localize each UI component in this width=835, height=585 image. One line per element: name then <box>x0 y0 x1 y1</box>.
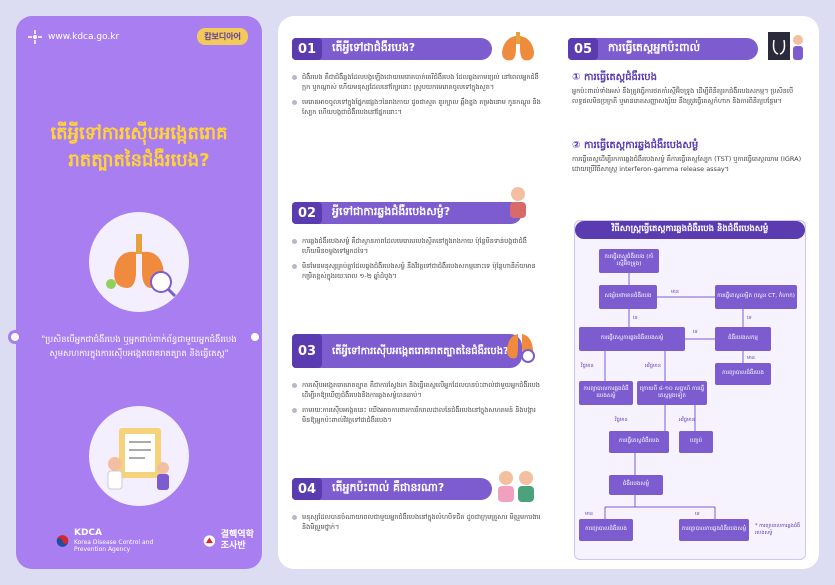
list-item: តាមរយៈការស៊ើបអង្កេតនេះ យើងអាចការពារការរី… <box>292 405 542 426</box>
section-title: អ្វីទៅជាការឆ្លងជំងឺរបេងសម្ងំ? <box>332 205 451 218</box>
section-01-bullets: ជំងឺរបេង គឺជាជំងឺឆ្លងដែលបង្កឡើងដោយមេរោគប… <box>292 72 542 122</box>
edge-label-yes: មាន <box>585 511 593 517</box>
lungs-magnifier-icon <box>507 334 535 363</box>
flow-node-end: បញ្ចប់ <box>679 431 713 453</box>
section-title: តើអ្នកប៉ះពាល់ គឺជានរណា? <box>332 481 445 494</box>
section-number: 04 <box>292 478 322 500</box>
url-text: www.kdca.go.kr <box>48 32 120 42</box>
flow-node-active-tb: ជំងឺរបេងសកម្ម <box>715 327 771 351</box>
xray-icon <box>768 32 803 60</box>
flowchart-note: * ការព្យាបាលការឆ្លងជំងឺរបេងសម្ងំ <box>755 523 801 536</box>
section-04-bullets: មនុស្សដែលបានចំណាយពេលជាមួយអ្នកជំងឺរបេងនៅក… <box>292 512 542 537</box>
flow-node-tb-treatment: ការព្យាបាលជំងឺរបេង <box>715 363 771 385</box>
section-title: តើអ្វីទៅជាជំងឺរបេង? <box>332 41 416 54</box>
section-01-header: 01 តើអ្វីទៅជាជំងឺរបេង? <box>292 38 492 60</box>
cover-panel: www.kdca.go.kr 캄보디아어 តើអ្វីទៅការស៊ើបអង្ក… <box>16 16 262 569</box>
sparkle-icon <box>28 30 42 44</box>
cover-title: តើអ្វីទៅការស៊ើបអង្កេតរោគរាតត្បាតនៃជំងឺរប… <box>50 123 228 171</box>
section-title: ការធ្វើតេស្តអ្នកប៉ះពាល់ <box>608 41 701 54</box>
page-dot-right <box>248 330 262 344</box>
flow-node-latent-tb: ជំងឺរបេងសម្ងំ <box>609 475 663 495</box>
edge-label-no: ទេ <box>693 329 698 335</box>
flow-node-suspected: សង្ស័យថាមានជំងឺរបេង <box>599 285 657 309</box>
edge-label-negative: អវិជ្ជមាន <box>645 363 661 369</box>
list-item: ការឆ្លងជំងឺរបេងសម្ងំ គឺជាស្ថានភាពដែលមេរោ… <box>292 236 542 257</box>
flowchart-title: វិធីសាស្ត្រធ្វើតេស្តការឆ្លងជំងឺរបេង និងជ… <box>575 221 805 239</box>
section-03-bullets: ការស៊ើបអង្កេតរោគរាតត្បាត គឺជាការស្វែងរក … <box>292 380 542 430</box>
section-number: 03 <box>292 334 322 368</box>
section-02-bullets: ការឆ្លងជំងឺរបេងសម្ងំ គឺជាស្ថានភាពដែលមេរោ… <box>292 236 542 286</box>
section-04-header: 04 តើអ្នកប៉ះពាល់ គឺជានរណា? <box>292 478 492 500</box>
language-badge: 캄보디아어 <box>197 28 248 45</box>
two-people-icon <box>498 471 534 502</box>
survey-team-logo: 결핵역학조사반 <box>203 530 262 552</box>
flow-node-latent-treatment-2: ការព្យាបាលការឆ្លងជំងឺរបេងសម្ងំ <box>679 519 749 541</box>
flow-node-detailed-test: ការធ្វើតេស្តលម្អិត (ស្កេន CT, កំហាក) <box>715 285 797 309</box>
kdca-logo: KDCA Korea Disease Control and Preventio… <box>56 528 173 553</box>
section-number: 02 <box>292 202 322 224</box>
edge-label-no: ទេ <box>747 315 752 321</box>
subsection-2-text: ការធ្វើតេស្តដើម្បីរកការឆ្លងជំងឺរបេងសម្ងំ… <box>572 155 802 174</box>
kdca-subtitle: Korea Disease Control and Prevention Age… <box>73 538 154 553</box>
section-number: 01 <box>292 38 322 60</box>
edge-label-negative: អវិជ្ជមាន <box>679 417 695 423</box>
cover-quote: "ប្រសិនបើអ្នកជាជំងឺរបេង ឬអ្នកជាប់ពាក់ព័ន… <box>41 335 237 359</box>
section-title: តើអ្វីទៅការស៊ើបអង្កេតរោគរាតត្បាតនៃជំងឺរប… <box>332 345 509 357</box>
list-item: មេរោគអាចចូលទៅក្នុងផ្នែកផ្សេងៗនៃរាងកាយ ដូ… <box>292 97 542 118</box>
lungs-icon <box>106 234 177 298</box>
list-item: ការស៊ើបអង្កេតរោគរាតត្បាត គឺជាការស្វែងរក … <box>292 380 542 401</box>
doctor-illustration <box>89 406 189 506</box>
flowchart: វិធីសាស្ត្រធ្វើតេស្តការឆ្លងជំងឺរបេង និងជ… <box>574 220 806 560</box>
lungs-icon <box>502 32 534 61</box>
xray-doctor-icon <box>107 428 169 490</box>
edge-label-no: ទេ <box>633 315 638 321</box>
person-cough-icon <box>510 187 526 218</box>
section-number: 05 <box>568 38 598 60</box>
subsection-1-title: ① ការធ្វើតេស្តជំងឺរបេង <box>572 72 657 83</box>
edge-label-no: ទេ <box>695 511 700 517</box>
flow-node-latent-treatment: ការព្យាបាលការឆ្លងជំងឺរបេងសម្ងំ <box>579 381 633 405</box>
section-05-header: 05 ការធ្វើតេស្តអ្នកប៉ះពាល់ <box>568 38 758 60</box>
subsection-2-title: ② ការធ្វើតេស្តការឆ្លងជំងឺរបេងសម្ងំ <box>572 140 699 151</box>
flow-node-tb-test-2: ការធ្វើតេស្តជំងឺរបេង <box>609 431 669 453</box>
website-url[interactable]: www.kdca.go.kr <box>28 30 119 44</box>
section-02-header: 02 អ្វីទៅជាការឆ្លងជំងឺរបេងសម្ងំ? <box>292 202 522 224</box>
list-item: មិនមែនមនុស្សគ្រប់គ្នាដែលឆ្លងជំងឺរបេងសម្ង… <box>292 261 542 282</box>
edge-label-positive: វិជ្ជមាន <box>615 417 628 423</box>
page-dot-left <box>8 330 22 344</box>
flow-node-tb-test: ការធ្វើតេស្តជំងឺរបេង (កាំរស្មីអ៊ិចទ្រូង) <box>599 249 659 273</box>
edge-label-yes: មាន <box>747 355 755 361</box>
subsection-1-text: អ្នកប៉ះពាល់ទាំងអស់ នឹងត្រូវធ្វើការថតកាំរ… <box>572 87 794 106</box>
edge-label-positive: វិជ្ជមាន <box>581 363 594 369</box>
flow-node-latent-test: ការធ្វើតេស្តការឆ្លងជំងឺរបេងសម្ងំ <box>579 327 685 351</box>
flow-node-retest: ក្រោយពី ៨-១០ សប្តាហ៍ ការធ្វើតេស្តម្តងទៀត <box>637 381 707 405</box>
kdca-name: KDCA <box>73 528 102 538</box>
logo-row: KDCA Korea Disease Control and Preventio… <box>56 528 262 553</box>
flow-node-tb-treatment-2: ការព្យាបាលជំងឺរបេង <box>579 519 633 541</box>
survey-team-icon <box>203 534 216 547</box>
edge-label-yes: មាន <box>671 289 679 295</box>
list-item: មនុស្សដែលបានចំណាយពេលជាមួយអ្នកជំងឺរបេងនៅក… <box>292 512 542 533</box>
section-03-header: 03 តើអ្វីទៅការស៊ើបអង្កេតរោគរាតត្បាតនៃជំង… <box>292 334 522 368</box>
survey-team-name: 결핵역학조사반 <box>220 529 254 551</box>
list-item: ជំងឺរបេង គឺជាជំងឺឆ្លងដែលបង្កឡើងដោយមេរោគប… <box>292 72 542 93</box>
taeguk-icon <box>56 534 69 547</box>
content-panel: 01 តើអ្វីទៅជាជំងឺរបេង? ជំងឺរបេង គឺជាជំងឺ… <box>278 16 819 569</box>
lungs-illustration <box>89 212 189 312</box>
